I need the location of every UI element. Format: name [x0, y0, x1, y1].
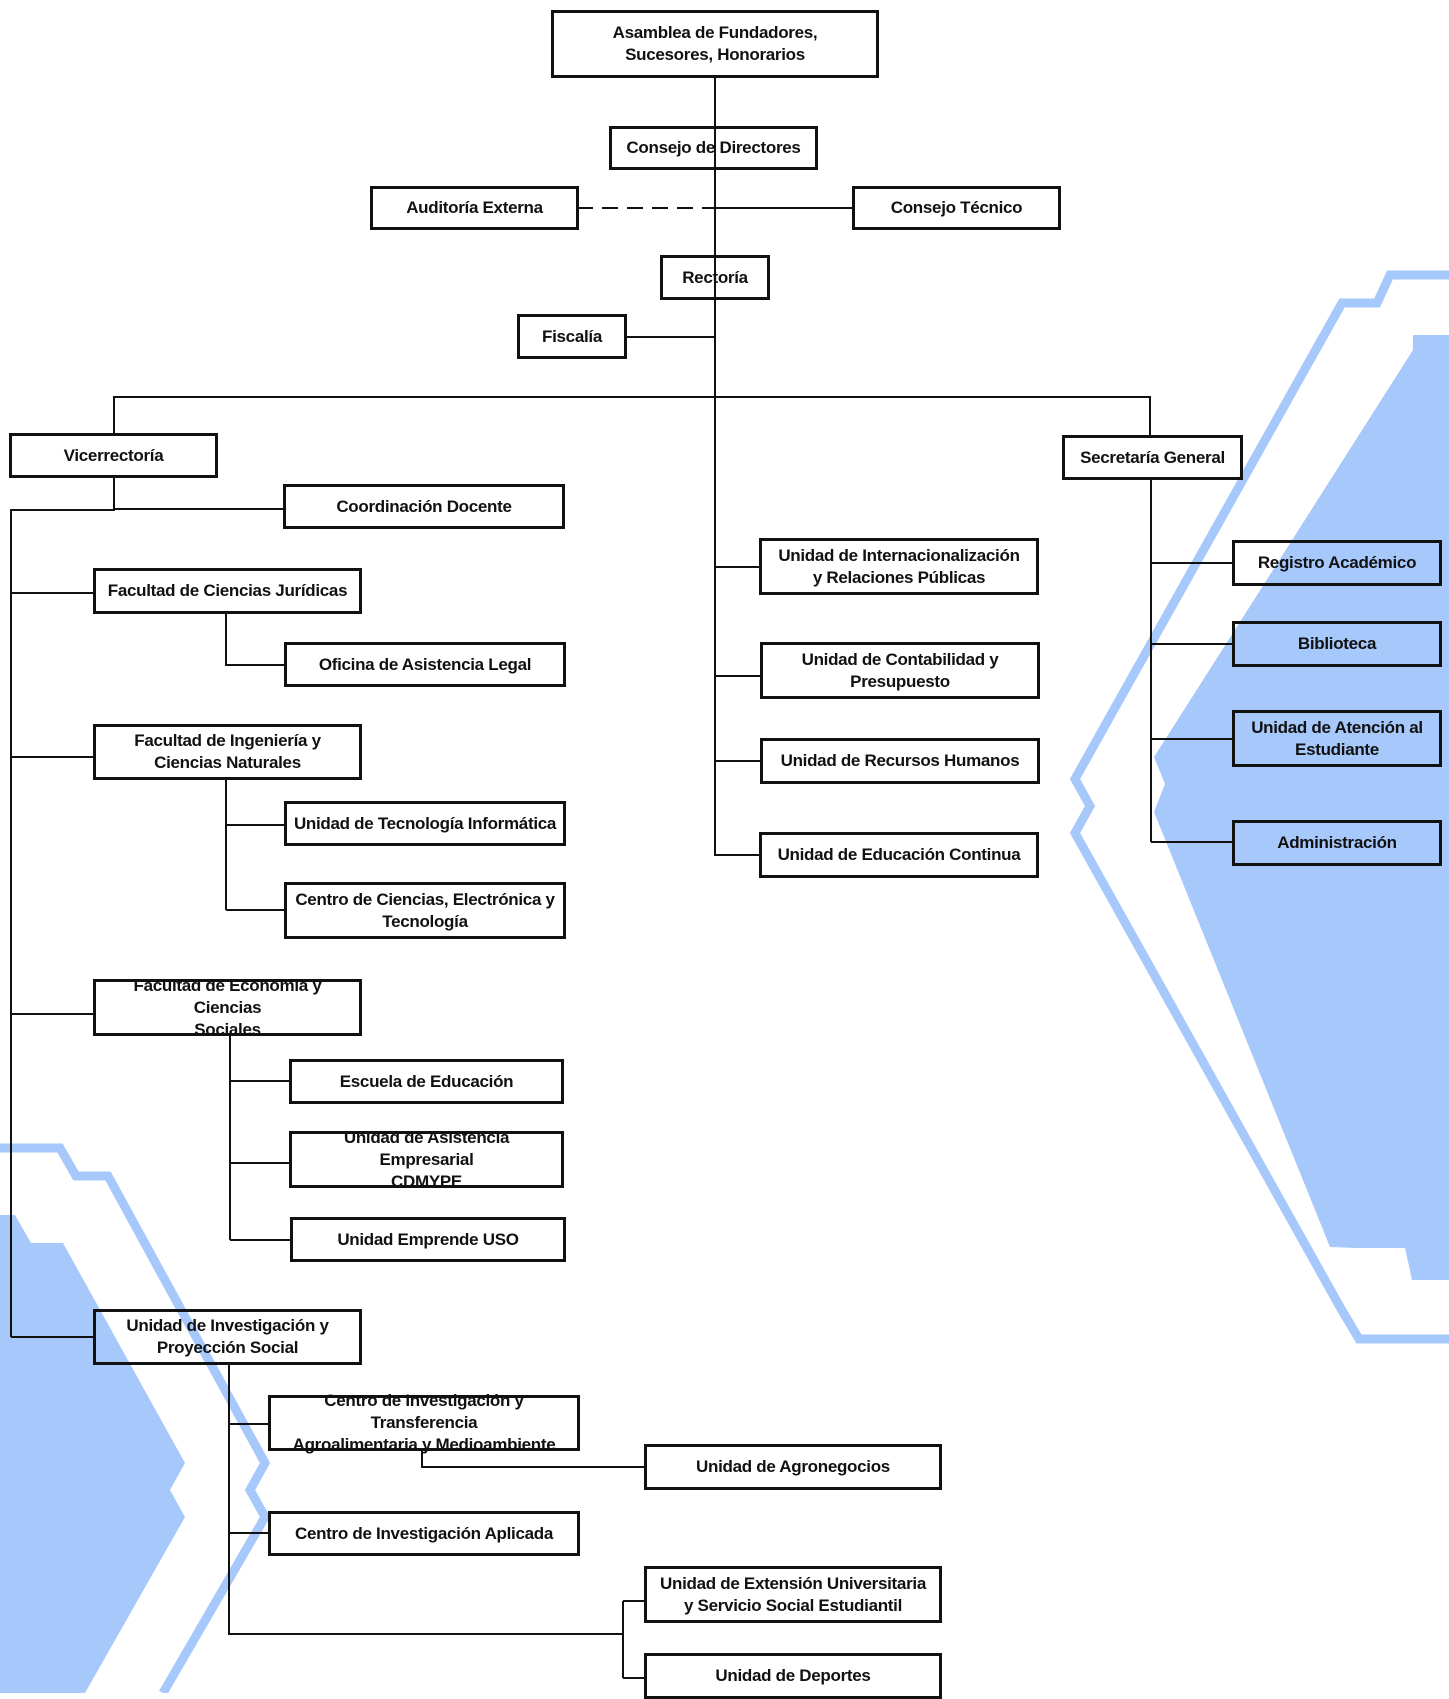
- node-coordinacion-docente: Coordinación Docente: [283, 484, 565, 529]
- node-escuela-educacion: Escuela de Educación: [289, 1059, 564, 1104]
- node-centro-agroalimentaria: Centro de Investigación y Transferencia …: [268, 1391, 580, 1454]
- node-secretaria-general: Secretaría General: [1062, 435, 1243, 480]
- node-fiscalia: Fiscalía: [517, 314, 627, 359]
- node-biblioteca: Biblioteca: [1232, 621, 1442, 667]
- node-registro-academico: Registro Académico: [1232, 540, 1442, 586]
- right-decor-outline: [1069, 270, 1449, 1344]
- node-consejo-directores: Consejo de Directores: [609, 126, 818, 170]
- node-asamblea: Asamblea de Fundadores, Sucesores, Honor…: [551, 10, 879, 78]
- left-decor-fill: [0, 1215, 185, 1693]
- node-investigacion-aplicada: Centro de Investigación Aplicada: [268, 1511, 580, 1556]
- node-rectoria: Rectoría: [660, 255, 770, 300]
- node-recursos-humanos: Unidad de Recursos Humanos: [760, 738, 1040, 784]
- left-decor-outline: [0, 1143, 271, 1693]
- node-facultad-economia: Facultad de Economía y Ciencias Sociales: [93, 976, 362, 1039]
- node-internacionalizacion: Unidad de Internacionalización y Relacio…: [759, 538, 1039, 595]
- node-tecnologia-informatica: Unidad de Tecnología Informática: [284, 801, 566, 846]
- right-decor-fill: [1154, 335, 1449, 1280]
- node-centro-ciencias: Centro de Ciencias, Electrónica y Tecnol…: [284, 882, 566, 939]
- node-deportes: Unidad de Deportes: [644, 1653, 942, 1699]
- node-asistencia-legal: Oficina de Asistencia Legal: [284, 642, 566, 687]
- node-contabilidad: Unidad de Contabilidad y Presupuesto: [760, 642, 1040, 699]
- node-facultad-juridicas: Facultad de Ciencias Jurídicas: [93, 568, 362, 614]
- node-facultad-ingenieria: Facultad de Ingeniería y Ciencias Natura…: [93, 724, 362, 780]
- node-auditoria-externa: Auditoría Externa: [370, 186, 579, 230]
- node-vicerrectoria: Vicerrectoría: [9, 433, 218, 478]
- node-consejo-tecnico: Consejo Técnico: [852, 186, 1061, 230]
- node-investigacion-proyeccion: Unidad de Investigación y Proyección Soc…: [93, 1309, 362, 1365]
- node-asistencia-empresarial: Unidad de Asistencia Empresarial CDMYPE: [289, 1128, 564, 1191]
- node-extension-universitaria: Unidad de Extensión Universitaria y Serv…: [644, 1566, 942, 1623]
- node-atencion-estudiante: Unidad de Atención al Estudiante: [1232, 710, 1442, 767]
- node-administracion: Administración: [1232, 820, 1442, 866]
- node-emprende-uso: Unidad Emprende USO: [290, 1217, 566, 1262]
- node-agronegocios: Unidad de Agronegocios: [644, 1444, 942, 1490]
- node-educacion-continua: Unidad de Educación Continua: [759, 832, 1039, 878]
